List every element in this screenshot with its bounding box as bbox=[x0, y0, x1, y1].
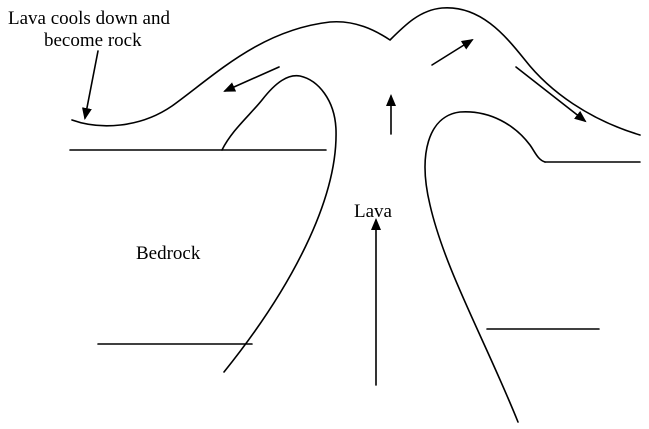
lava-label: Lava bbox=[354, 201, 393, 222]
lava-cools-label-line2: become rock bbox=[44, 30, 142, 51]
flow-arrow-down-right bbox=[516, 67, 585, 121]
callout-pointer-arrow bbox=[85, 51, 98, 118]
flow-arrow-left bbox=[225, 67, 279, 91]
vent-left-inner-wall bbox=[222, 76, 336, 372]
flow-arrow-up-right bbox=[432, 40, 472, 65]
lava-cools-label-line1: Lava cools down and bbox=[8, 8, 170, 29]
bedrock-label: Bedrock bbox=[136, 243, 201, 264]
lava-flow-arrows bbox=[85, 40, 585, 385]
vent-right-inner-wall bbox=[425, 112, 545, 422]
